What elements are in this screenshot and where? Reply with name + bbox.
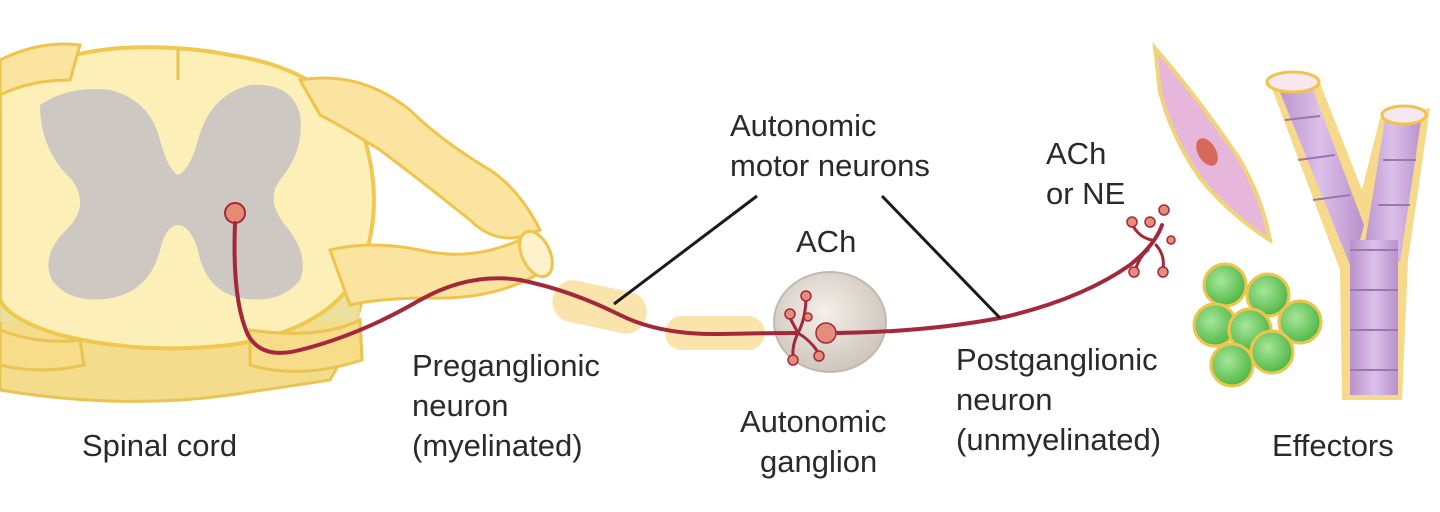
axons [232,221,1165,358]
bronchus-rings [1284,115,1416,371]
label-spinal-cord: Spinal cord [82,428,237,463]
preganglionic-terminal [796,331,820,354]
label-postganglionic-line1: Postganglionic [956,342,1158,377]
leader-lines [613,194,1002,320]
bronchus-ring [1284,115,1321,121]
synaptic-bouton [1157,266,1169,278]
smooth-muscle-cell [1152,41,1273,245]
labels: Spinal cord Preganglionic neuron (myelin… [82,108,1394,479]
synaptic-bouton [1126,216,1138,228]
label-ach-or-ne-line1: ACh [1046,136,1106,171]
preganglionic-terminal [791,331,800,358]
preganglionic-axon [232,221,800,355]
postganglionic-terminal [1154,243,1165,270]
left-root [0,42,82,97]
dorsal-root [297,76,543,240]
synaptic-bouton [1158,204,1170,216]
label-ach-or-ne-line2: or NE [1046,176,1125,211]
bronchus-opening-left [1265,70,1321,94]
label-autonomic-ganglion-line2: ganglion [760,444,877,479]
synaptic-bouton [1166,235,1176,245]
gland-cell [1202,262,1248,308]
label-preganglionic-line3: (myelinated) [412,428,583,463]
synaptic-bouton [787,354,799,366]
label-preganglionic-line1: Preganglionic [412,348,600,383]
left-lower-root [0,328,86,372]
ventral-root [248,317,364,373]
postganglionic-terminal [1131,224,1154,242]
gland-cell [1277,299,1323,345]
leader-line-preganglionic [613,194,758,306]
bronchus-ring [1312,194,1351,201]
bronchus-right-branch [1362,114,1422,262]
synaptic-bouton [813,350,825,362]
preganglionic-cell-body [224,202,246,224]
leader-line-postganglionic [880,194,1002,320]
gland-cell [1249,329,1295,375]
synaptic-bouton [800,290,812,302]
spinal-cord [0,42,554,403]
myelin-sheaths [552,280,765,350]
gland-cell [1245,272,1291,318]
spinal-nerve [328,238,551,307]
nerve-end [518,229,554,279]
label-preganglionic-line2: neuron [412,388,509,423]
label-effectors: Effectors [1272,428,1394,463]
gray-matter [40,84,303,300]
bronchus-trunk [1350,240,1398,395]
effector-synapses [1126,204,1176,278]
label-autonomic-ganglion-line1: Autonomic [740,404,886,439]
gland-cells [1192,262,1323,388]
label-ach-ganglion: ACh [796,224,856,259]
bronchus-ring [1297,154,1336,161]
bronchus-opening-right [1380,104,1428,126]
label-postganglionic-line2: neuron [956,382,1053,417]
bronchus-left-branch [1276,82,1364,270]
gland-cell [1209,342,1255,388]
synaptic-bouton [803,312,813,322]
label-postganglionic-line3: (unmyelinated) [956,422,1161,457]
label-autonomic-motor-line2: motor neurons [730,148,930,183]
preganglionic-terminal [788,316,800,335]
postganglionic-cell-body [815,322,837,344]
synaptic-bouton [784,308,796,320]
synaptic-bouton [1128,266,1140,278]
effectors [1152,41,1430,400]
smooth-muscle-nucleus [1196,138,1218,166]
postganglionic-terminal [1134,248,1150,270]
label-autonomic-motor-line1: Autonomic [730,108,876,143]
synaptic-bouton [1144,216,1156,228]
ganglion-synapses [784,290,837,366]
bronchial-tube [1265,70,1430,400]
